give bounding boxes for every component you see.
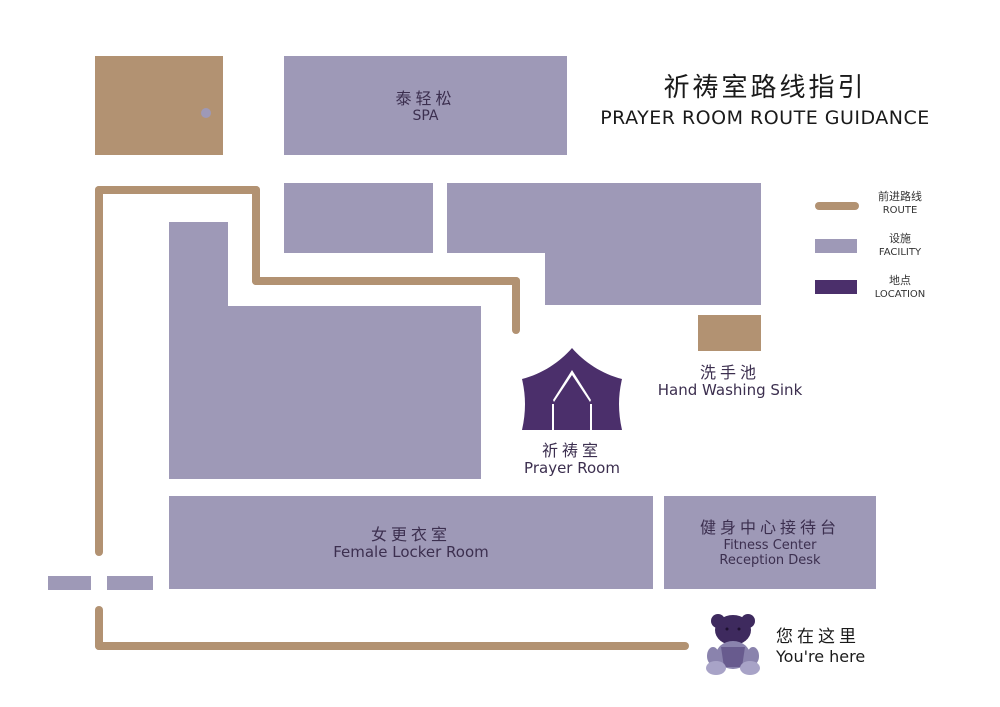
entrance-block-left (48, 576, 91, 590)
you-are-here-label: 您在这里 You're here (776, 627, 876, 666)
legend-item-route: 前进路线 ROUTE (815, 190, 955, 226)
legend-facility-cn: 设施 (889, 232, 911, 245)
sink-label-cn: 洗手池 (699, 363, 760, 382)
facility-l-main (227, 306, 481, 479)
legend-route-en: ROUTE (882, 205, 918, 216)
you-are-here-cn: 您在这里 (776, 627, 860, 647)
route-segment (252, 186, 260, 285)
you-are-here-en: You're here (776, 646, 866, 666)
route-segment (95, 606, 103, 650)
spa-label-cn: 泰轻松 (395, 89, 456, 108)
legend-item-location: 地点 LOCATION (815, 274, 955, 310)
facility-block-icon (815, 239, 857, 253)
prayer-room-label-en: Prayer Room (524, 459, 620, 478)
tent-icon (520, 348, 624, 430)
route-line-icon (815, 202, 859, 210)
location-block-icon (815, 280, 857, 294)
top-left-area (95, 56, 223, 155)
facility-l-tall (169, 222, 228, 479)
sink-label: 洗手池 Hand Washing Sink (640, 363, 820, 400)
legend-location-cn: 地点 (889, 274, 911, 287)
legend-facility-en: FACILITY (878, 247, 922, 258)
legend-location-text: 地点 LOCATION (865, 274, 935, 302)
prayer-room-label: 祈祷室 Prayer Room (502, 441, 642, 478)
fitness-reception-facility (664, 496, 876, 589)
route-segment (95, 642, 689, 650)
area-dot (201, 108, 211, 118)
fitness-reception-label-en1: Fitness Center (723, 538, 817, 554)
female-locker-label-en: Female Locker Room (333, 543, 489, 562)
legend-location-en: LOCATION (874, 289, 926, 300)
legend-route-cn: 前进路线 (878, 190, 922, 203)
fitness-reception-label: 健身中心接待台 Fitness Center Reception Desk (664, 518, 876, 569)
map-title-cn: 祈祷室路线指引 (663, 73, 867, 103)
map-title-en: PRAYER ROOM ROUTE GUIDANCE (600, 107, 930, 129)
fitness-reception-label-en2: Reception Desk (719, 553, 821, 569)
spa-facility (284, 56, 567, 155)
sink-label-en: Hand Washing Sink (657, 381, 803, 400)
facility-block-small (284, 183, 433, 253)
spa-label: 泰轻松 SPA (284, 89, 567, 125)
route-segment (95, 186, 260, 194)
female-locker-label: 女更衣室 Female Locker Room (169, 525, 653, 562)
facility-block-wide (447, 183, 761, 253)
spa-label-en: SPA (412, 108, 439, 125)
route-segment (512, 277, 520, 334)
legend-facility-text: 设施 FACILITY (865, 232, 935, 260)
route-segment (252, 277, 520, 285)
prayer-room-label-cn: 祈祷室 (541, 441, 602, 460)
entrance-block-right (107, 576, 153, 590)
map-title: 祈祷室路线指引 PRAYER ROOM ROUTE GUIDANCE (570, 72, 960, 132)
route-segment (95, 186, 103, 556)
fitness-reception-label-cn: 健身中心接待台 (699, 518, 840, 537)
sink-area (698, 315, 761, 351)
legend-item-facility: 设施 FACILITY (815, 232, 955, 268)
legend-route-text: 前进路线 ROUTE (865, 190, 935, 218)
facility-block-wide-lower (545, 252, 761, 305)
female-locker-label-cn: 女更衣室 (370, 525, 451, 544)
teddy-bear-icon (704, 612, 764, 676)
female-locker-facility (169, 496, 653, 589)
